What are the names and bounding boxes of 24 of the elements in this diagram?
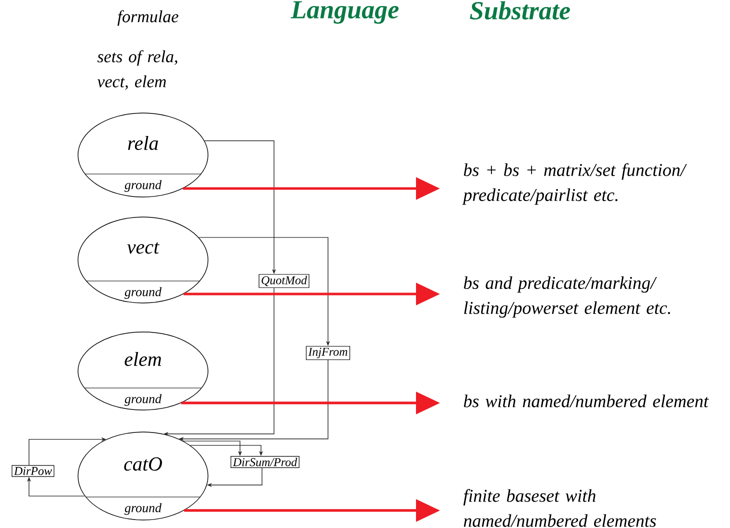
ellipse-node: [78, 332, 208, 410]
ellipse-node: [78, 112, 208, 198]
heading: Substrate: [470, 1, 570, 20]
ellipse-node: [78, 216, 208, 304]
node-title: rela: [128, 136, 158, 150]
operation-box: DirSum/Prod: [230, 456, 300, 468]
node-title: vect: [127, 242, 160, 254]
operation-box: QuotMod: [258, 274, 310, 288]
operation-box: InjFrom: [306, 346, 350, 360]
node-title: elem: [124, 352, 162, 366]
ground-label: ground: [124, 287, 162, 299]
heading: Language: [290, 1, 399, 24]
ground-label: ground: [124, 180, 162, 192]
description-text: bs + bs + matrix/set function/ predicate/pairlist etc.: [462, 163, 687, 205]
ellipse-node: [78, 432, 208, 520]
operation-box: DirPow: [12, 465, 54, 477]
description-text: finite baseset with named/numbered elements: [463, 489, 656, 527]
node-title: catO: [124, 457, 162, 471]
description-text: bs with named/numbered element: [464, 394, 709, 408]
description-text: bs and predicate/marking/ listing/powerset element etc.: [464, 276, 670, 318]
formula-text: sets of rela, vect, elem: [97, 50, 178, 90]
ground-label: ground: [124, 503, 162, 515]
ground-label: ground: [124, 394, 162, 406]
formula-text: formulae: [118, 10, 178, 26]
